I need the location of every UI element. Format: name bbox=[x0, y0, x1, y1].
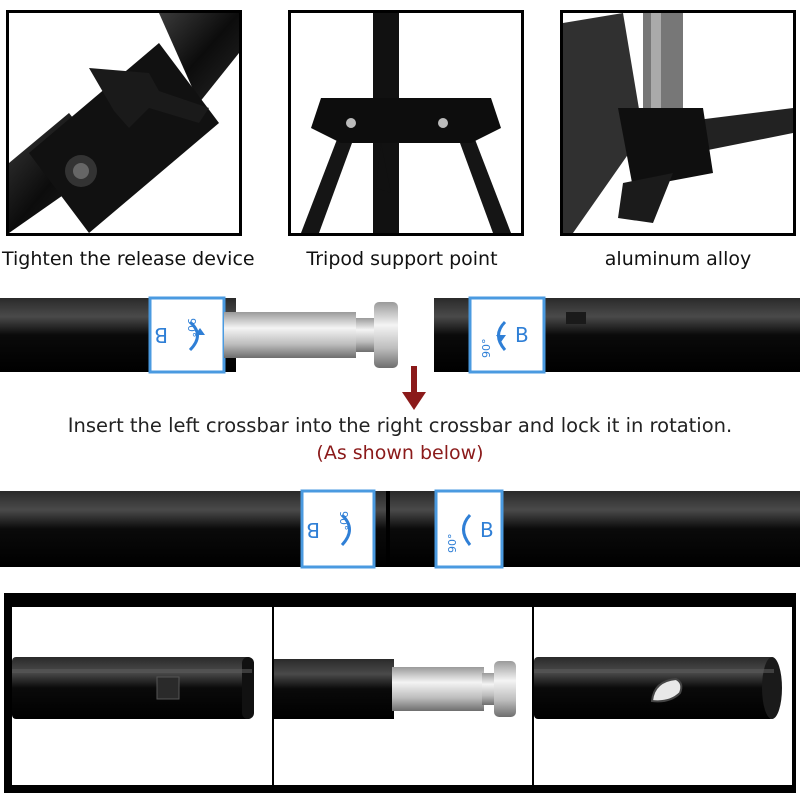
aluminum-alloy-caption: aluminum alloy bbox=[604, 248, 752, 270]
steel-connector bbox=[224, 312, 356, 358]
detail-slot-hole-tube bbox=[534, 607, 792, 785]
tripod-support-photo bbox=[288, 10, 524, 236]
crossbars-separated: B 90° B 90° bbox=[0, 296, 800, 374]
detail-panel bbox=[4, 593, 796, 793]
detail-stud-tube bbox=[274, 607, 532, 785]
detail-slot-tube bbox=[12, 607, 272, 785]
note-text: (As shown below) bbox=[316, 442, 484, 464]
joined-right-letter: B bbox=[480, 518, 494, 542]
joined-left-letter: B bbox=[306, 518, 320, 542]
release-device-photo bbox=[6, 10, 242, 236]
release-device-caption: Tighten the release device bbox=[2, 248, 255, 270]
tripod-support-caption: Tripod support point bbox=[306, 248, 498, 270]
left-label-letter: B bbox=[154, 323, 168, 347]
right-label-letter: B bbox=[515, 323, 529, 347]
left-label-angle: 90° bbox=[185, 318, 198, 338]
joined-right-angle: 90° bbox=[446, 534, 459, 554]
crossbars-joined: B 90° B 90° bbox=[0, 489, 800, 569]
instruction-text: Insert the left crossbar into the right … bbox=[67, 414, 733, 437]
aluminum-alloy-photo bbox=[560, 10, 796, 236]
joined-left-angle: 90° bbox=[337, 511, 350, 531]
joined-crossbar bbox=[0, 491, 800, 567]
right-label-angle: 90° bbox=[480, 339, 493, 359]
insert-arrow-icon bbox=[402, 366, 426, 410]
